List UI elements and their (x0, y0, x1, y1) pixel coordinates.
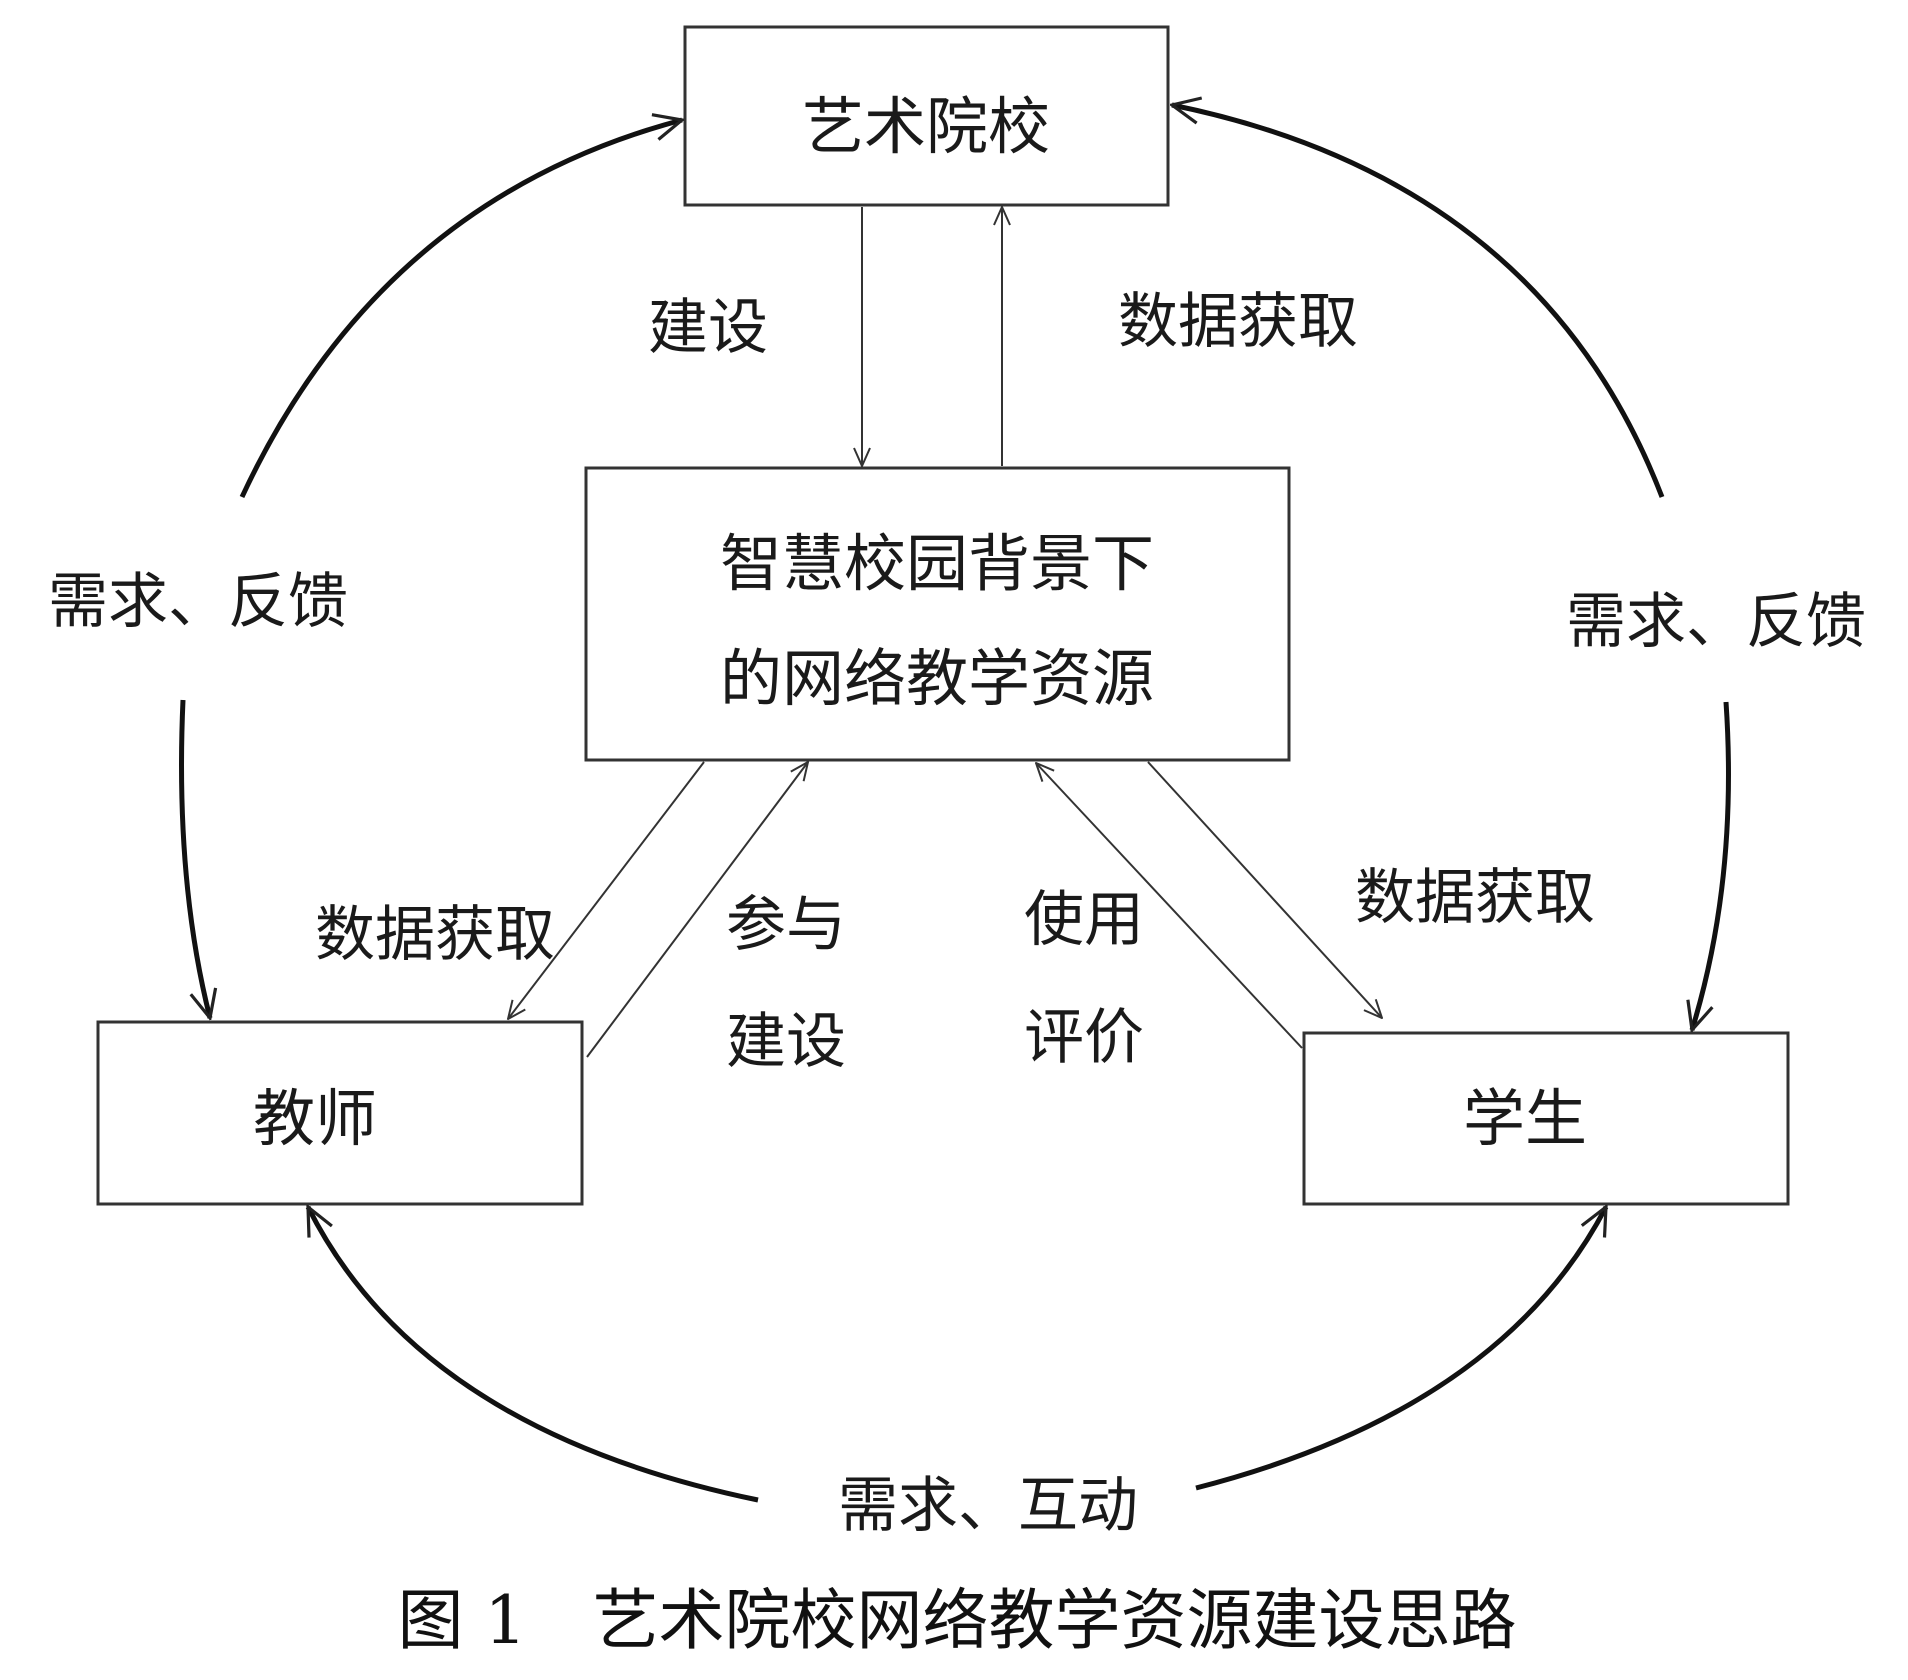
node-box-student (1302, 1031, 1790, 1206)
node-label-resources-line1: 智慧校园背景下 (720, 527, 1154, 600)
node-label-resources-line2: 的网络教学资源 (720, 642, 1154, 715)
arrow-resource-to-teacher (508, 761, 705, 1019)
curve-bottom-to-student (1195, 1207, 1609, 1491)
node-label-student: 学生 (1463, 1082, 1587, 1155)
node-box-teacher (96, 1020, 584, 1206)
curve-teacher-to-school (239, 120, 682, 499)
figure-caption: 图 1 艺术院校网络教学资源建设思路 (398, 1582, 1517, 1659)
arrow-student-to-resource (1036, 763, 1303, 1049)
curve-school-to-teacher (179, 699, 210, 1018)
edge-label-use: 使用 (1024, 885, 1144, 955)
edge-label-data-acquire-teacher: 数据获取 (315, 900, 555, 970)
arrow-teacher-to-resource (586, 762, 808, 1058)
edge-label-participate-build: 建设 (726, 1007, 846, 1077)
edge-label-demand-interact: 需求、互动 (838, 1471, 1138, 1541)
edge-label-participate: 参与 (726, 890, 846, 960)
edge-label-data-acquire-top: 数据获取 (1118, 287, 1358, 357)
edge-label-evaluate: 评价 (1024, 1003, 1144, 1073)
arrow-resource-to-student (1147, 761, 1382, 1018)
curve-student-to-school (1172, 105, 1665, 498)
edge-label-build: 建设 (648, 293, 768, 363)
node-box-network-resources (584, 466, 1291, 762)
edge-label-demand-feedback-left: 需求、反馈 (48, 567, 348, 637)
edge-label-data-acquire-student: 数据获取 (1355, 863, 1595, 933)
edge-label-demand-feedback-right: 需求、反馈 (1566, 587, 1866, 657)
node-box-art-school (683, 25, 1170, 207)
node-label-art-school: 艺术院校 (802, 90, 1050, 163)
curve-bottom-to-teacher (305, 1207, 759, 1503)
curve-school-to-student (1692, 701, 1731, 1030)
node-label-teacher: 教师 (253, 1082, 377, 1155)
